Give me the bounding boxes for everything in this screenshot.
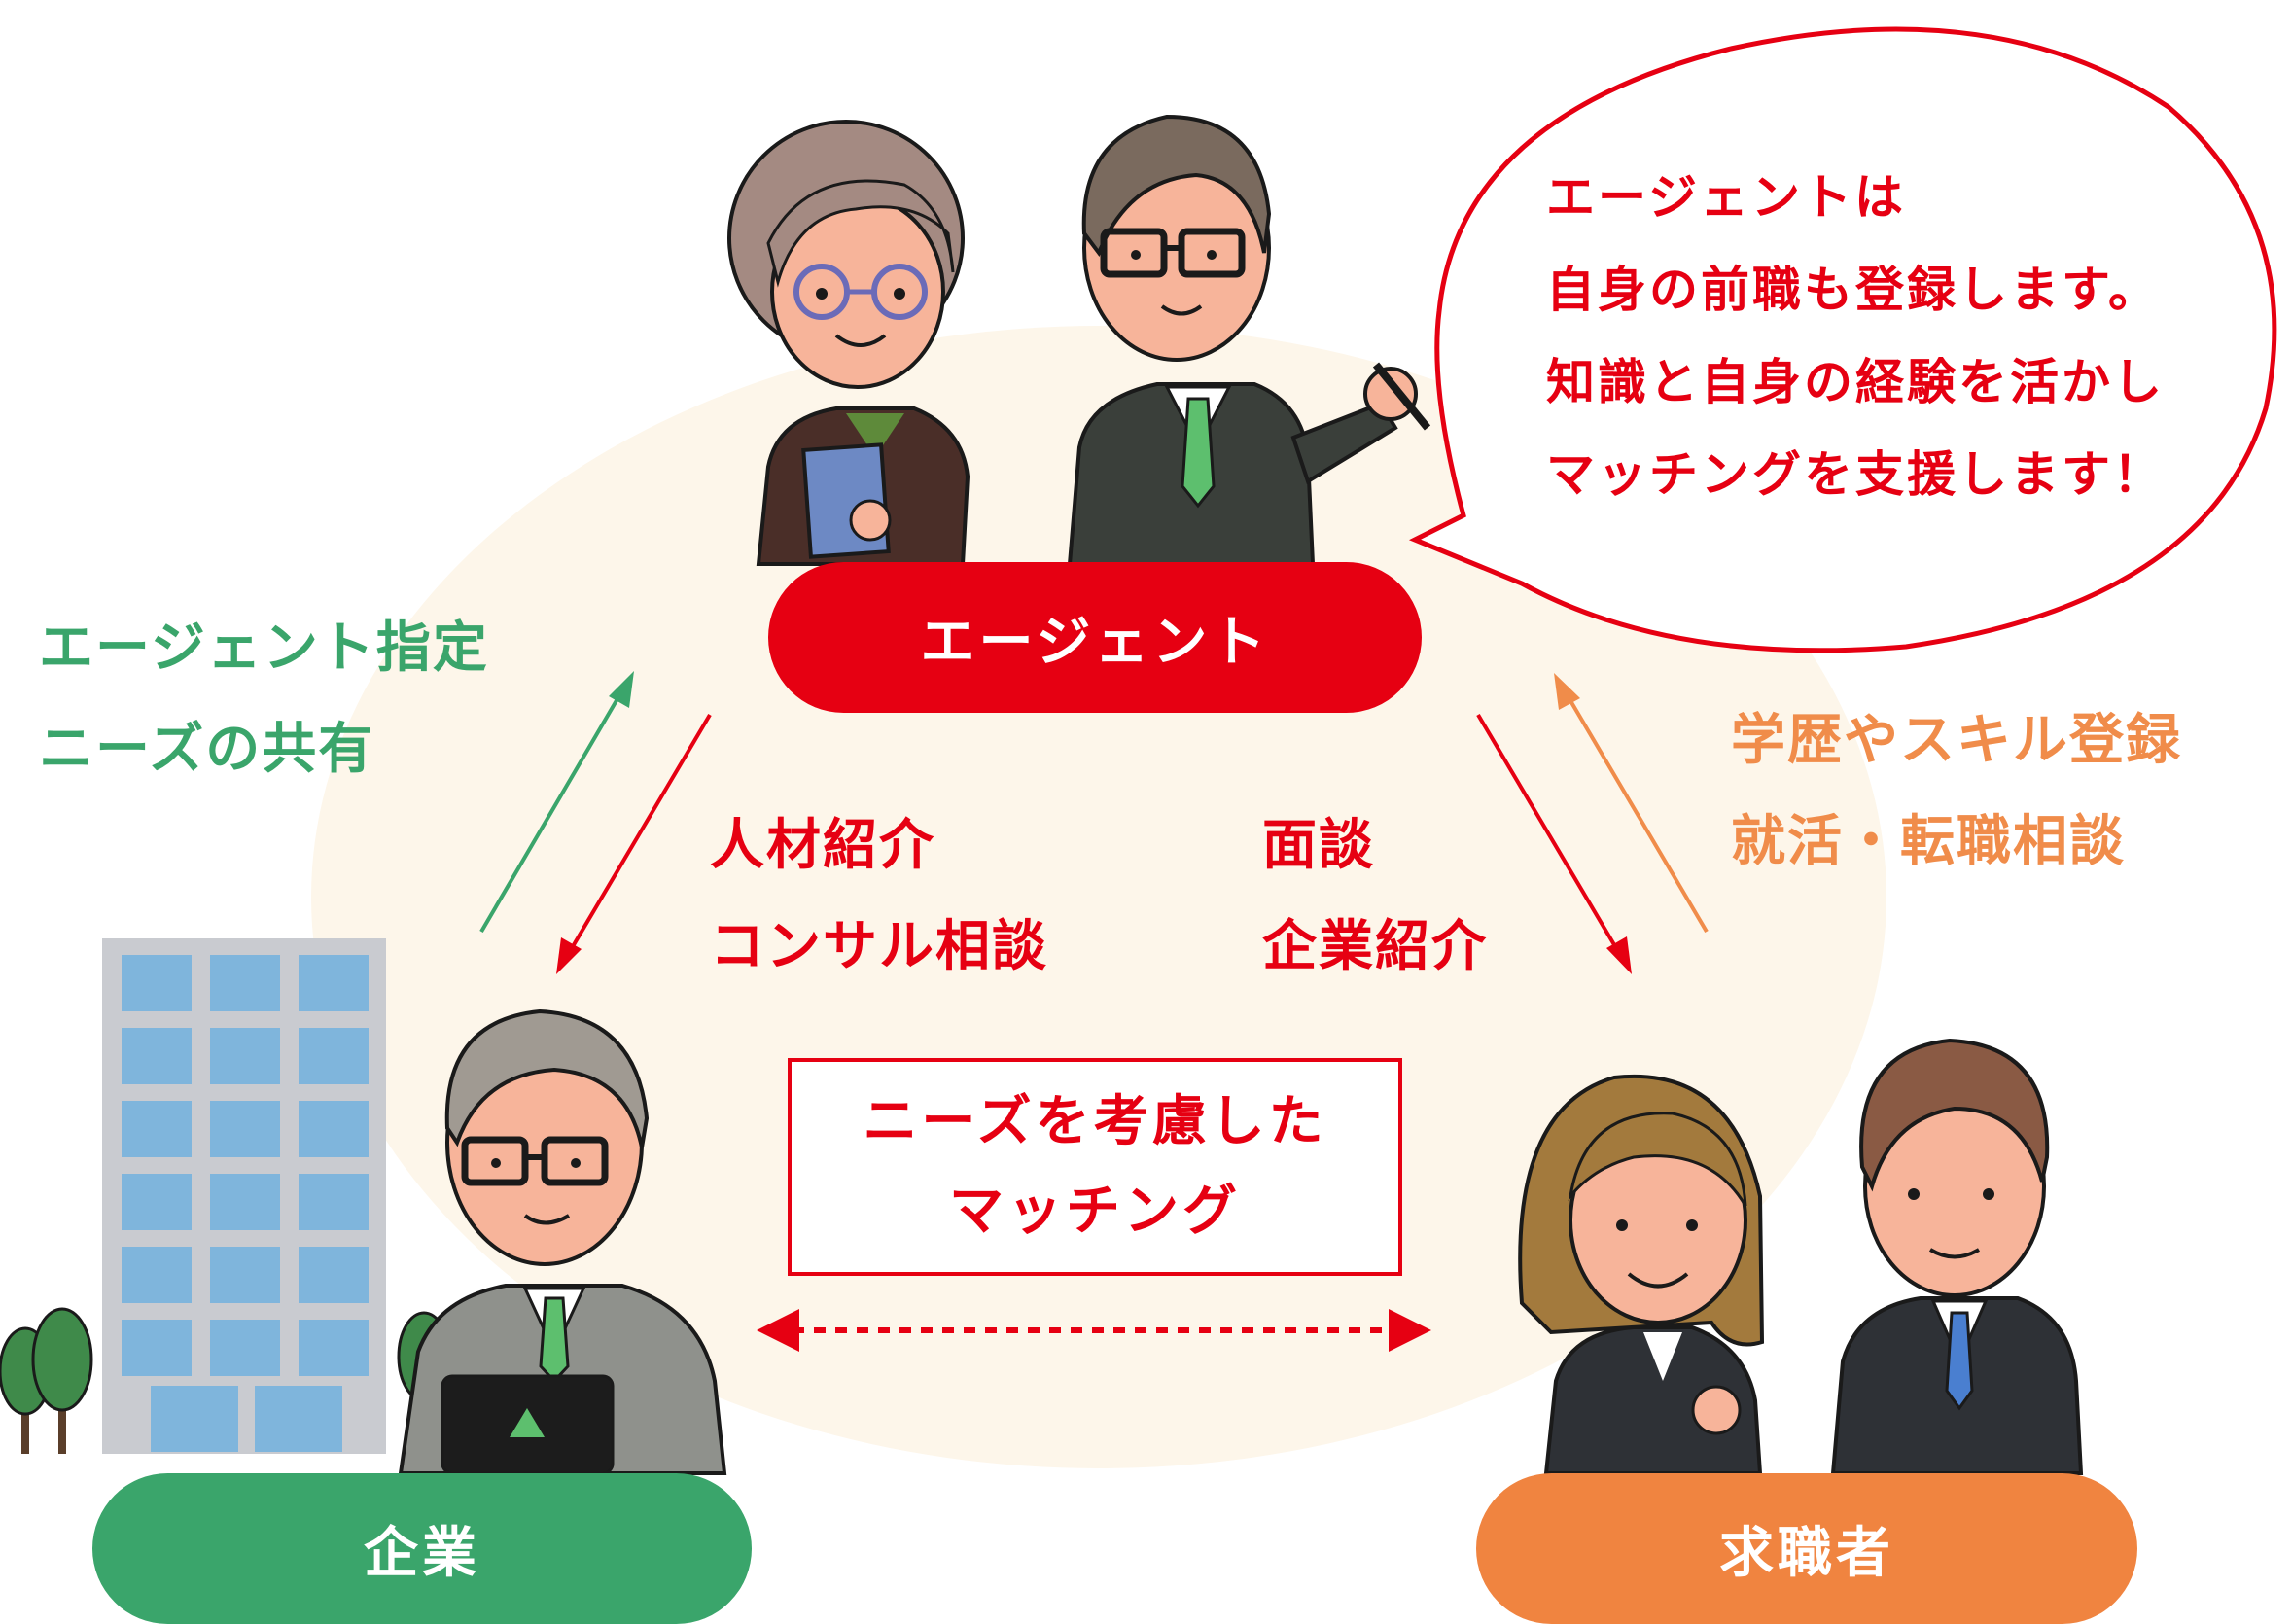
speech-bubble xyxy=(1408,26,2277,653)
arrow-agent-to-seeker xyxy=(1476,713,1632,974)
matching-line: マッチング xyxy=(949,1180,1241,1243)
arrow-company-to-agent xyxy=(479,671,634,934)
speech-bubble-text: エージェントは 自身の前職も登録します。 知識と自身の経験を活かし マッチングを… xyxy=(1546,152,2165,521)
flow-label: 学歴やスキル登録 xyxy=(1731,709,2182,772)
bubble-line: マッチングを支援します！ xyxy=(1546,446,2165,503)
bubble-line: 知識と自身の経験を活かし xyxy=(1546,354,2165,410)
flow-label: 企業紹介 xyxy=(1262,915,1488,978)
seeker-man-illustration xyxy=(1830,1038,2084,1475)
company-man-illustration xyxy=(398,1008,727,1475)
office-building-illustration xyxy=(102,938,386,1454)
agent-to-company-labels: 人材紹介 コンサル相談 xyxy=(710,795,1048,998)
flow-label: 就活・転職相談 xyxy=(1731,810,2126,873)
bubble-line: エージェントは xyxy=(1546,169,1906,226)
flow-label: 人材紹介 xyxy=(710,814,935,877)
company-to-agent-labels: エージェント指定 ニーズの共有 xyxy=(39,598,489,800)
company-label: 企業 xyxy=(92,1473,752,1624)
flow-label: ニーズの共有 xyxy=(39,718,375,781)
flow-label: 面談 xyxy=(1262,814,1375,877)
seeker-woman-illustration xyxy=(1518,1074,1765,1475)
bubble-line: 自身の前職も登録します。 xyxy=(1546,262,2160,318)
matching-line: ニーズを考慮した xyxy=(863,1090,1327,1153)
arrow-matching-bidirectional xyxy=(757,1309,1431,1352)
agent-to-seeker-labels: 面談 企業紹介 xyxy=(1262,795,1488,998)
seeker-label: 求職者 xyxy=(1476,1473,2137,1624)
agent-man-illustration xyxy=(1067,114,1431,566)
agent-label: エージェント xyxy=(768,562,1422,713)
matching-box: ニーズを考慮した マッチング xyxy=(788,1058,1402,1276)
arrow-seeker-to-agent xyxy=(1554,673,1709,934)
seeker-to-agent-labels: 学歴やスキル登録 就活・転職相談 xyxy=(1731,690,2182,893)
flow-label: エージェント指定 xyxy=(39,617,489,680)
flow-label: コンサル相談 xyxy=(710,915,1048,978)
agent-woman-illustration xyxy=(727,120,970,566)
arrow-agent-to-company xyxy=(556,713,712,974)
